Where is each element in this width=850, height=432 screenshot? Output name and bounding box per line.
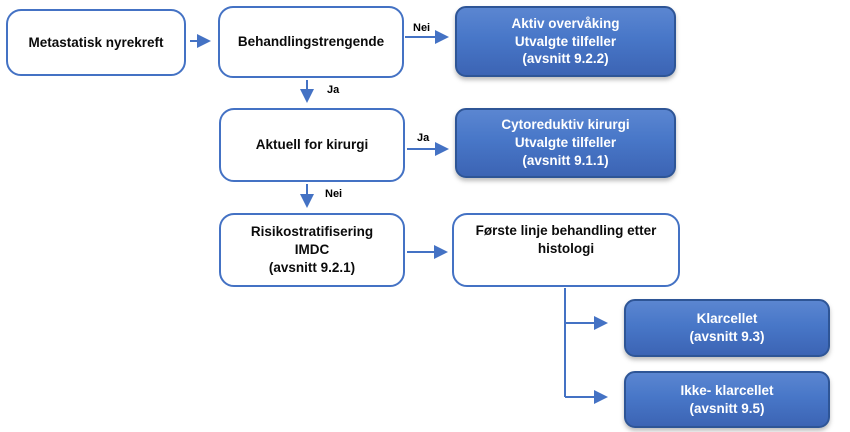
node-label-line: Ikke- klarcellet xyxy=(680,382,774,398)
node-label-line: IMDC xyxy=(294,242,330,258)
node-cytoreduktiv-kirurgi: Cytoreduktiv kirurgi Utvalgte tilfeller … xyxy=(455,108,676,178)
node-label-line: (avsnitt 9.5) xyxy=(689,400,765,416)
node-label-line: Første linje behandling etter xyxy=(475,223,657,238)
node-label-line: Klarcellet xyxy=(696,311,758,327)
node-label-line: Risikostratifisering xyxy=(250,224,374,240)
node-label-line: Aktuell for kirurgi xyxy=(255,137,369,153)
edge-label-ja-behandling: Ja xyxy=(327,84,340,96)
node-label-line: (avsnitt 9.2.1) xyxy=(268,259,356,275)
node-aktuell-for-kirurgi: Aktuell for kirurgi xyxy=(219,108,405,182)
node-label-line: Aktiv overvåking xyxy=(511,15,620,31)
node-label-line: Behandlingstrengende xyxy=(237,34,385,50)
node-label-line: histologi xyxy=(537,240,595,256)
node-label-line: (avsnitt 9.3) xyxy=(689,329,765,344)
node-metastatisk-nyrekreft: Metastatisk nyrekreft xyxy=(6,9,186,76)
node-risikostratifisering-imdc: Risikostratifisering IMDC (avsnitt 9.2.1… xyxy=(219,213,405,287)
node-label-line: Metastatisk nyrekreft xyxy=(28,34,164,50)
node-behandlingstrengende: Behandlingstrengende xyxy=(218,6,404,78)
edge-label-nei-behandling: Nei xyxy=(413,22,431,34)
node-ikke-klarcellet: Ikke- klarcellet (avsnitt 9.5) xyxy=(624,371,830,428)
node-label-line: Cytoreduktiv kirurgi xyxy=(501,117,630,133)
node-klarcellet: Klarcellet (avsnitt 9.3) xyxy=(624,299,830,357)
node-label-line: (avsnitt 9.1.1) xyxy=(522,152,609,168)
node-forste-linje-behandling: Første linje behandling etter histologi xyxy=(452,213,680,287)
node-label-line: Utvalgte tilfeller xyxy=(514,33,617,49)
edge-label-ja-kirurgi: Ja xyxy=(417,132,430,144)
node-label-line: Utvalgte tilfeller xyxy=(514,135,617,151)
node-aktiv-overvaking: Aktiv overvåking Utvalgte tilfeller (avs… xyxy=(455,6,676,77)
edge-label-nei-kirurgi: Nei xyxy=(325,188,343,200)
node-label-line: (avsnitt 9.2.2) xyxy=(522,51,609,67)
